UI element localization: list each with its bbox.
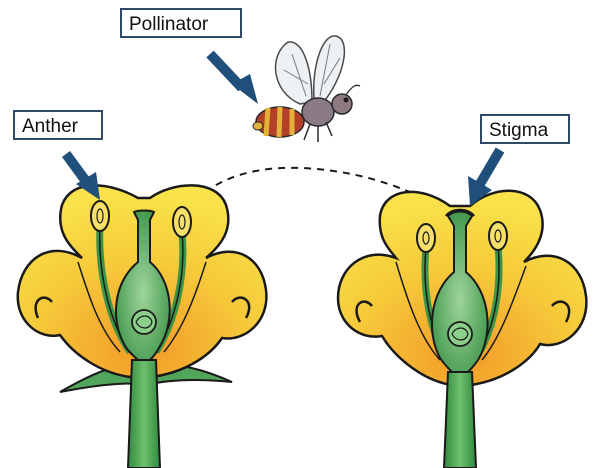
right-stem — [444, 372, 476, 468]
left-anther-right — [173, 207, 191, 237]
left-stem — [128, 360, 160, 468]
bee-wing-left — [276, 42, 313, 104]
bee-icon — [253, 36, 360, 142]
label-anther: Anther — [13, 110, 103, 140]
right-anther-right — [489, 222, 507, 250]
arrow-to-bee — [210, 54, 258, 104]
label-stigma: Stigma — [480, 114, 570, 144]
bee-head — [332, 94, 352, 114]
bee-thorax — [302, 98, 334, 126]
right-anther — [417, 224, 435, 252]
label-pollinator: Pollinator — [120, 8, 242, 38]
right-flower — [338, 191, 586, 468]
left-anther — [91, 201, 109, 231]
left-flower — [18, 185, 267, 468]
